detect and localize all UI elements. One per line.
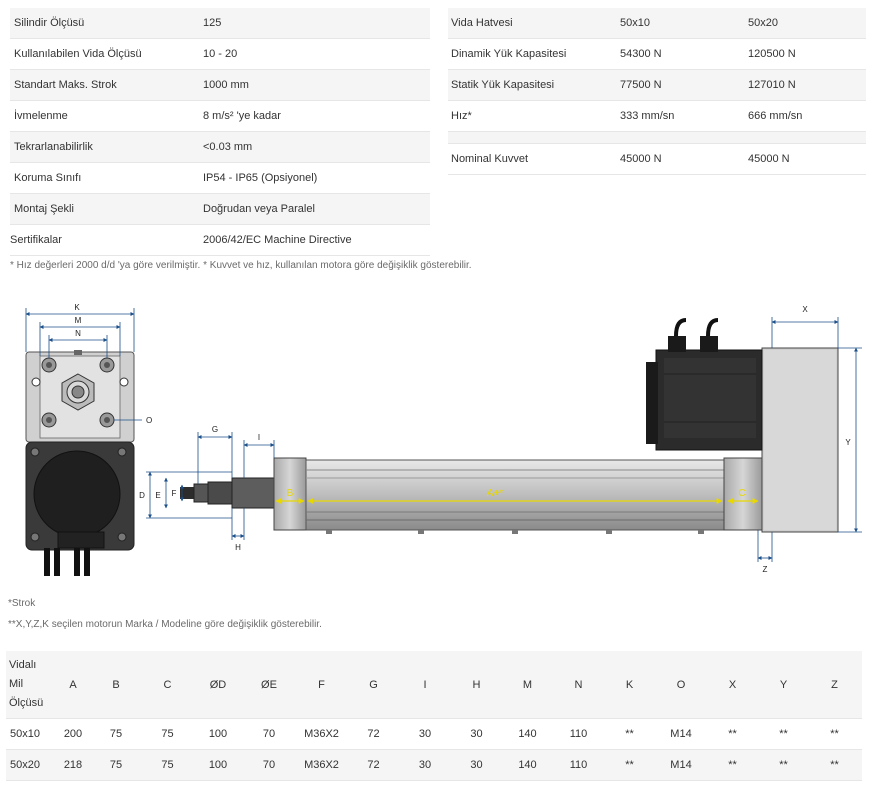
dim-label-d: D — [139, 491, 145, 500]
dim-label-y: Y — [845, 438, 851, 447]
header-cell: I — [423, 678, 427, 691]
dim-label-x: X — [802, 305, 808, 314]
header-cell: F — [318, 678, 325, 691]
header-cell: N — [574, 678, 583, 691]
table-row: 50x20 218 75 75 100 70 M36X2 72 30 30 14… — [6, 750, 862, 781]
header-cell: ØE — [261, 678, 277, 691]
dim-label-h: H — [235, 543, 241, 552]
technical-drawing: K M N O — [25, 303, 862, 576]
dim-label-f: F — [172, 489, 177, 498]
header-cell: Z — [831, 678, 838, 691]
dim-label-o: O — [146, 416, 152, 425]
dim-label-c: C — [738, 488, 745, 499]
side-view — [180, 318, 839, 534]
dim-label-m: M — [75, 316, 82, 325]
header-cell: K — [625, 678, 634, 691]
header-cell: B — [112, 678, 120, 691]
dimension-table: Vidalı Mil Ölçüsü A B C ØD ØE F G I H M … — [6, 651, 862, 781]
footnote-stroke: *Strok — [8, 598, 36, 609]
header-cell: O — [676, 678, 686, 691]
header-cell: C — [163, 678, 172, 691]
table-row: 50x10 200 75 75 100 70 M36X2 72 30 30 14… — [6, 719, 862, 750]
header-cell: Y — [779, 678, 788, 691]
header-screw-size: Vidalı Mil Ölçüsü — [9, 659, 44, 709]
end-view-dimensions — [25, 308, 142, 421]
header-cell: G — [369, 678, 378, 691]
dim-label-a: A+* — [487, 488, 504, 499]
dim-label-e: E — [155, 491, 160, 500]
dim-label-n: N — [75, 329, 81, 338]
spec-row: Tekrarlanabilirlik<0.03 mm — [10, 132, 430, 163]
dim-label-k: K — [74, 303, 80, 312]
spec-row-spacer — [448, 132, 866, 144]
header-cell: A — [69, 678, 77, 691]
header-cell: H — [472, 678, 481, 691]
header-cell: M — [522, 678, 533, 691]
side-view-dimensions — [146, 317, 862, 562]
dim-label-i: I — [258, 433, 260, 442]
spec-note: * Hız değerleri 2000 d/d 'ya göre verilm… — [10, 260, 472, 271]
header-cell: ØD — [209, 678, 227, 691]
header-cell: X — [728, 678, 737, 691]
dim-label-b: B — [287, 488, 294, 499]
dim-label-z: Z — [763, 565, 768, 574]
end-view — [25, 350, 135, 576]
dimension-table-header: Vidalı Mil Ölçüsü A B C ØD ØE F G I H M … — [6, 651, 862, 719]
footnote-motor: **X,Y,Z,K seçilen motorun Marka / Modeli… — [8, 619, 322, 630]
dim-label-g: G — [212, 425, 218, 434]
